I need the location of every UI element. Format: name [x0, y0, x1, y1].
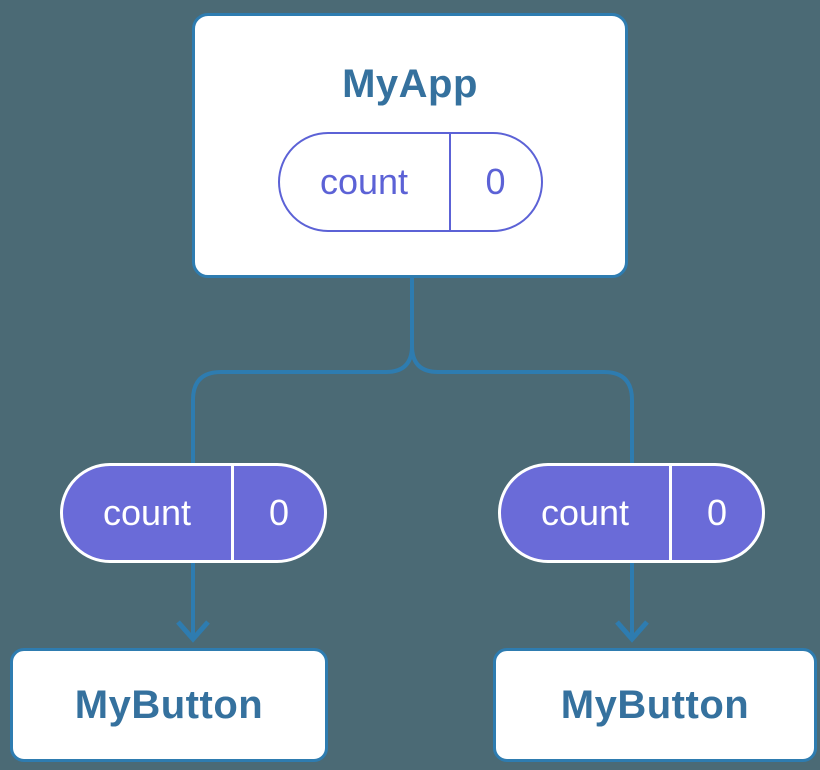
pill-divider	[448, 134, 451, 230]
state-pill-value: 0	[485, 161, 506, 202]
pill-divider	[231, 466, 234, 560]
pill-divider	[669, 466, 672, 560]
arrowhead-down-icon	[176, 620, 210, 643]
node-mybutton-title: MyButton	[560, 683, 750, 727]
node-myapp: MyApp count 0	[192, 13, 628, 278]
node-mybutton-right: MyButton	[493, 648, 817, 762]
connector-stem-left-branch	[191, 277, 414, 463]
node-myapp-title: MyApp	[342, 62, 478, 106]
prop-pill-value: 0	[706, 492, 728, 533]
prop-pill-right: count 0	[498, 463, 765, 563]
prop-pill-name: count	[540, 492, 630, 533]
state-pill-myapp: count 0	[277, 132, 543, 232]
node-mybutton-title: MyButton	[74, 683, 264, 727]
prop-pill-left: count 0	[60, 463, 327, 563]
prop-pill-name: count	[102, 492, 192, 533]
state-pill-name: count	[319, 161, 409, 202]
prop-pill-value: 0	[268, 492, 290, 533]
connector-right-branch	[410, 345, 634, 463]
node-mybutton-left: MyButton	[10, 648, 328, 762]
arrowhead-down-icon	[615, 620, 649, 643]
